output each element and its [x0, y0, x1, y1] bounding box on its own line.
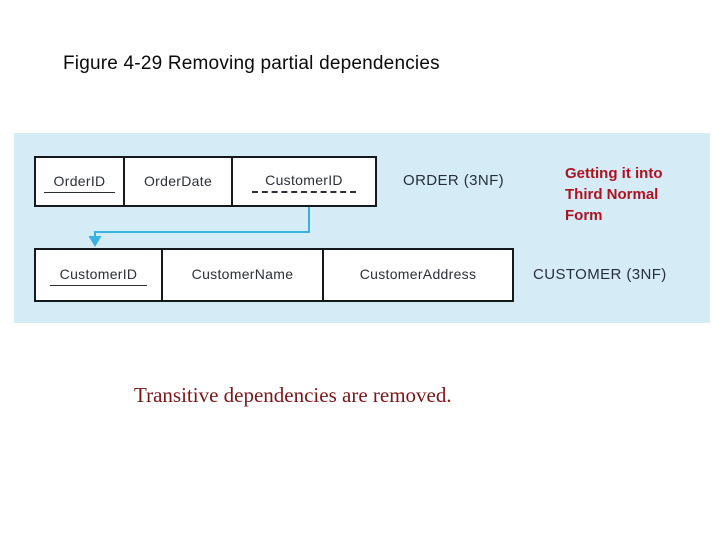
diagram-panel: OrderID OrderDate CustomerID ORDER (3NF)… [14, 133, 710, 323]
attribute-cell-customeraddress: CustomerAddress [324, 250, 512, 300]
attribute-cell-customerid-fk: CustomerID [233, 158, 375, 205]
attribute-cell-customername: CustomerName [163, 250, 324, 300]
customer-relation-box: CustomerID CustomerName CustomerAddress [34, 248, 514, 302]
note-line-3: Form [565, 207, 603, 224]
order-relation-label: ORDER (3NF) [403, 172, 505, 189]
attribute-cell-orderdate: OrderDate [125, 158, 233, 205]
customer-relation-label: CUSTOMER (3NF) [533, 266, 667, 283]
attribute-cell-orderid: OrderID [36, 158, 125, 205]
slide-caption: Transitive dependencies are removed. [134, 383, 452, 407]
attribute-customeraddress: CustomerAddress [359, 266, 477, 282]
order-relation-box: OrderID OrderDate CustomerID [34, 156, 377, 207]
attribute-orderdate: OrderDate [143, 172, 213, 189]
attribute-customerid: CustomerID [49, 264, 148, 286]
note-line-1: Getting it into [565, 165, 663, 182]
slide-title: Figure 4-29 Removing partial dependencie… [63, 53, 440, 74]
attribute-customername: CustomerName [191, 266, 294, 282]
attribute-customerid-fk: CustomerID [252, 170, 356, 193]
attribute-cell-customerid: CustomerID [36, 250, 163, 300]
note-line-2: Third Normal [565, 186, 659, 203]
third-normal-form-note: Getting it into Third Normal Form [565, 163, 662, 226]
attribute-orderid: OrderID [43, 171, 116, 193]
